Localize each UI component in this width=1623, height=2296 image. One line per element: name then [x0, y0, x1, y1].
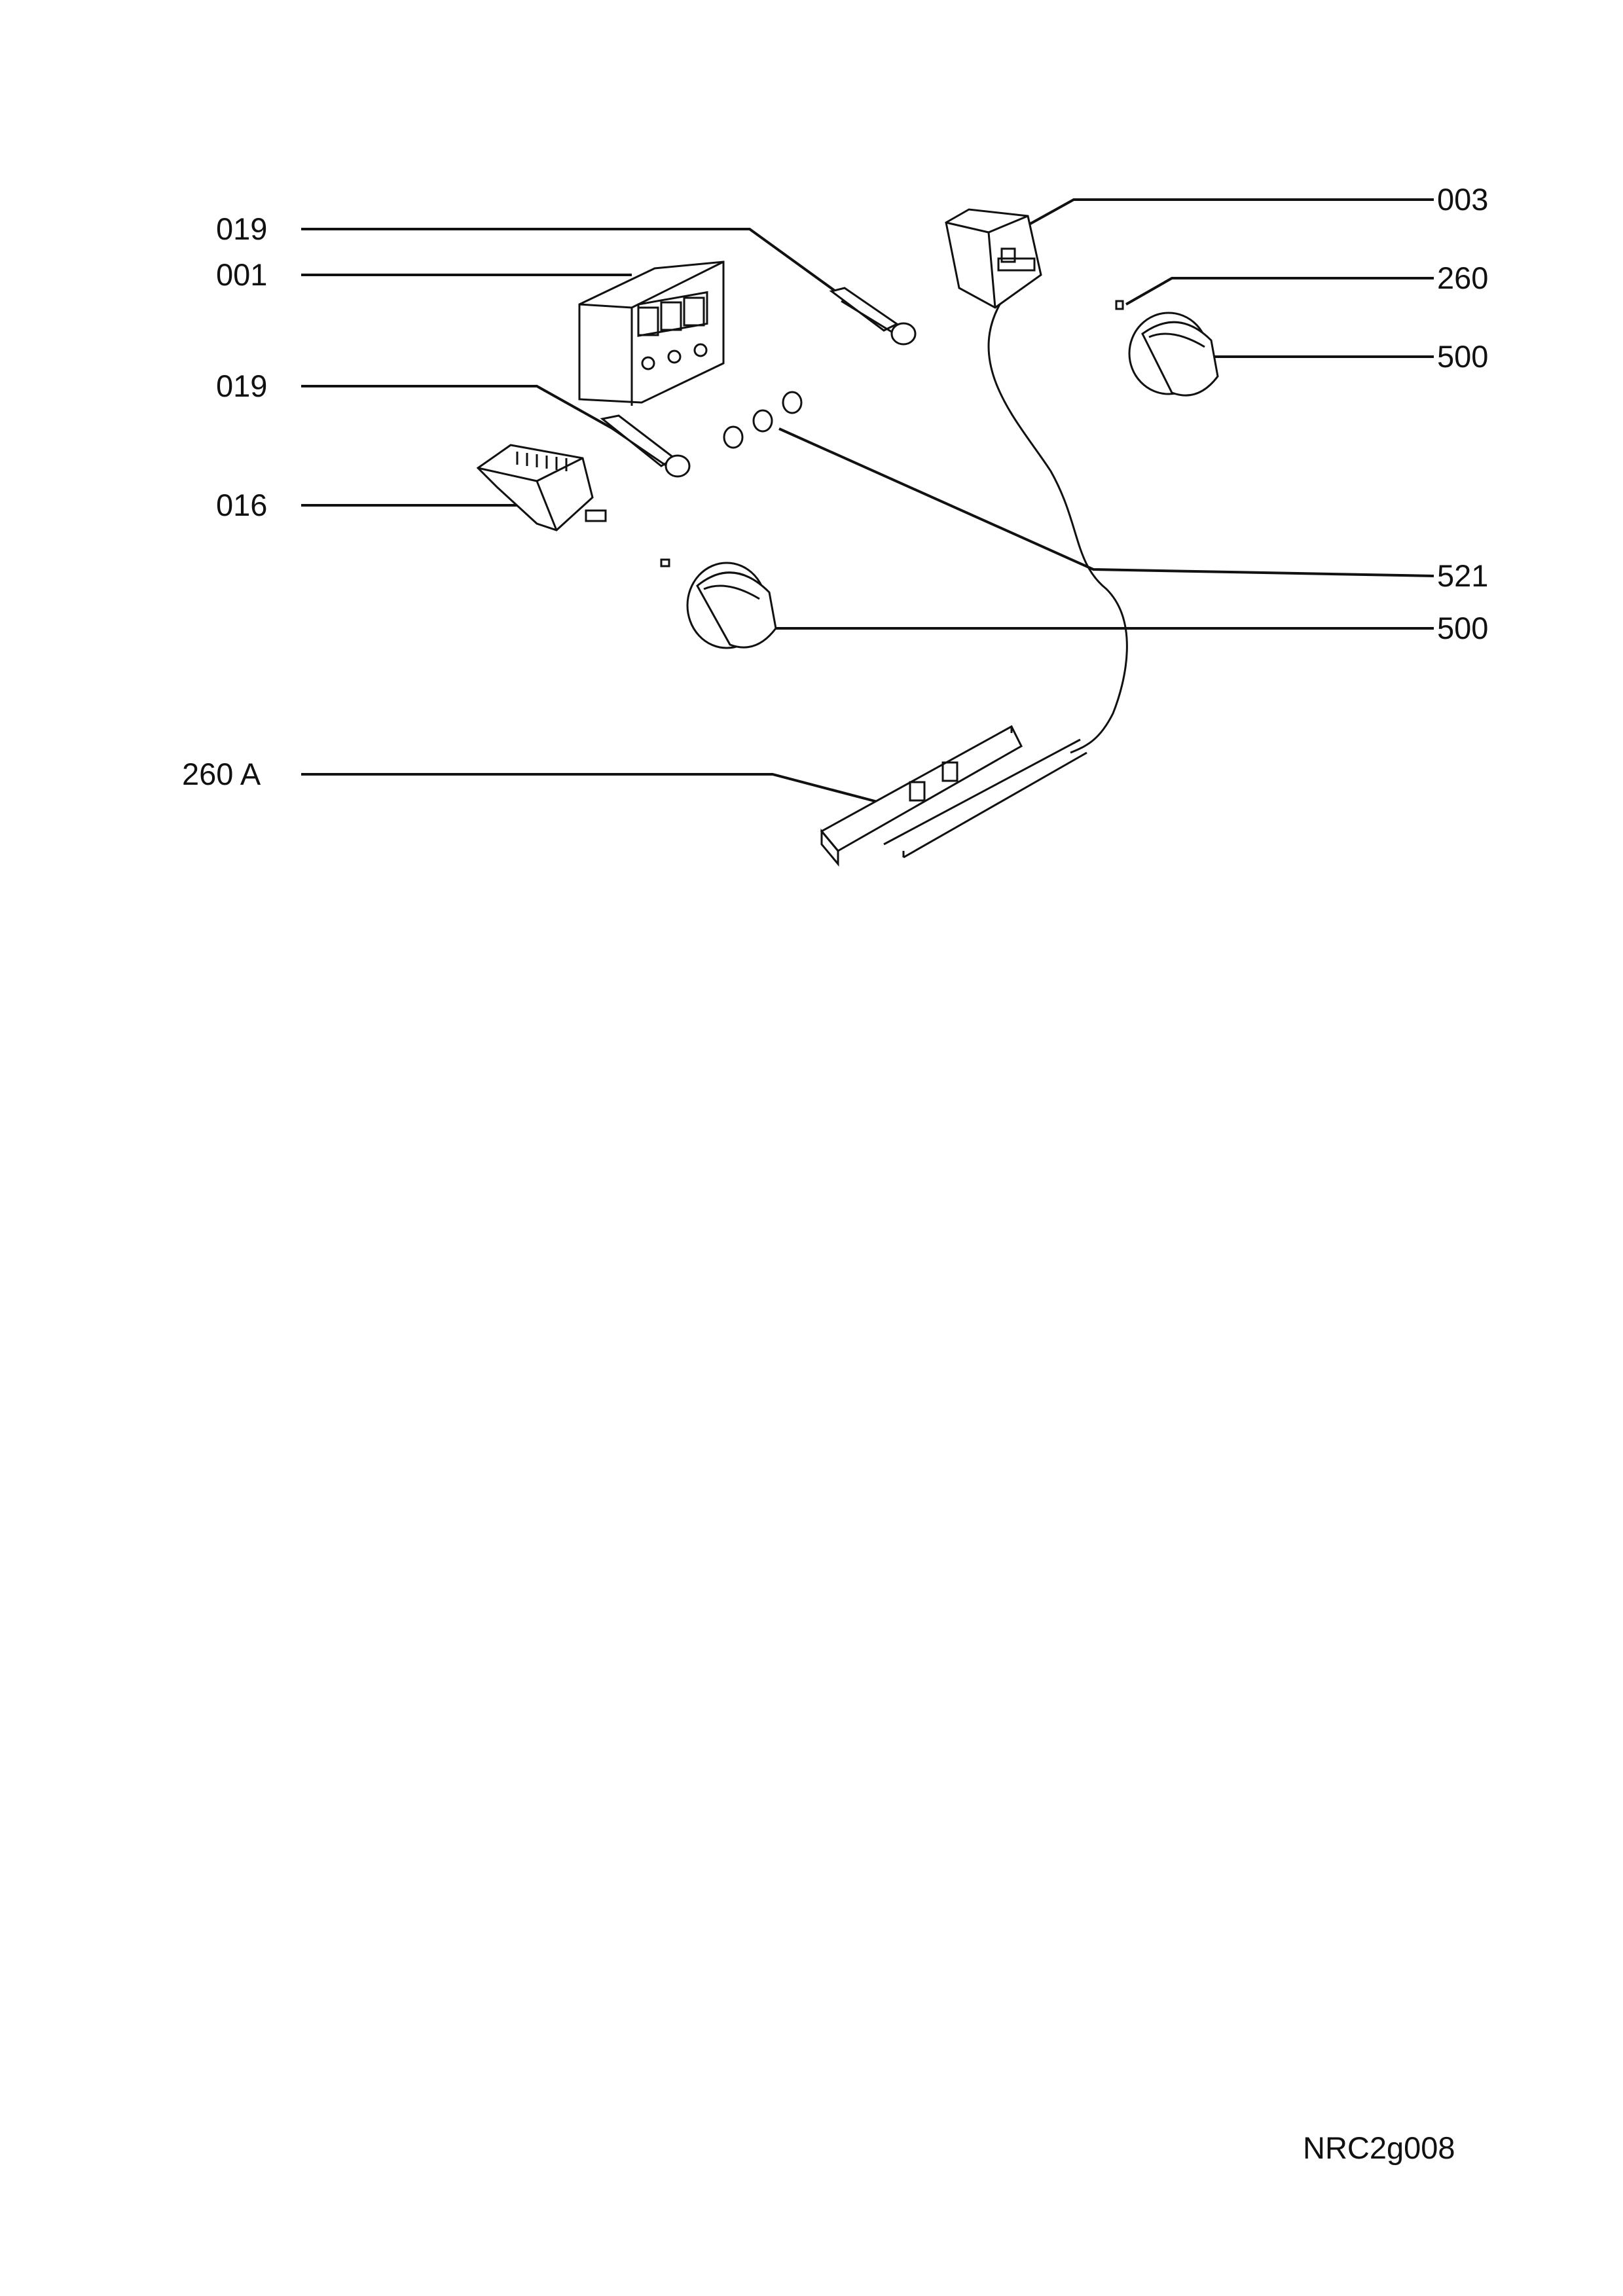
lamp-019-mid [600, 414, 691, 478]
label-500-top: 500 [1437, 339, 1488, 374]
drawing-code: NRC2g008 [1303, 2130, 1455, 2165]
lamp-019-top [829, 287, 917, 346]
clip-260 [1115, 300, 1124, 310]
leader-260 [1125, 277, 1434, 306]
bracket-260A [820, 725, 1087, 867]
label-260A: 260 A [182, 757, 261, 791]
thermostat-003 [945, 208, 1042, 309]
leader-019-mid [301, 385, 619, 433]
leader-019-top [301, 228, 846, 299]
label-500-mid: 500 [1437, 611, 1488, 645]
label-521: 521 [1437, 558, 1488, 593]
push-buttons-521 [723, 391, 803, 449]
knob-500-mid [686, 562, 777, 649]
clip-near-knob-mid [660, 558, 670, 567]
leader-lines [301, 198, 1434, 803]
label-019-mid: 019 [216, 368, 267, 403]
thermostat-wire [987, 300, 1128, 754]
knob-500-top [1128, 312, 1219, 397]
leader-003 [1014, 198, 1434, 234]
label-001: 001 [216, 257, 267, 292]
leader-521 [778, 427, 1434, 577]
label-260: 260 [1437, 260, 1488, 295]
leader-260A [301, 773, 878, 803]
label-016: 016 [216, 488, 267, 522]
label-003: 003 [1437, 182, 1488, 217]
timer-box-001 [578, 260, 725, 406]
label-019-top: 019 [216, 211, 267, 246]
selector-switch-016 [476, 444, 607, 531]
